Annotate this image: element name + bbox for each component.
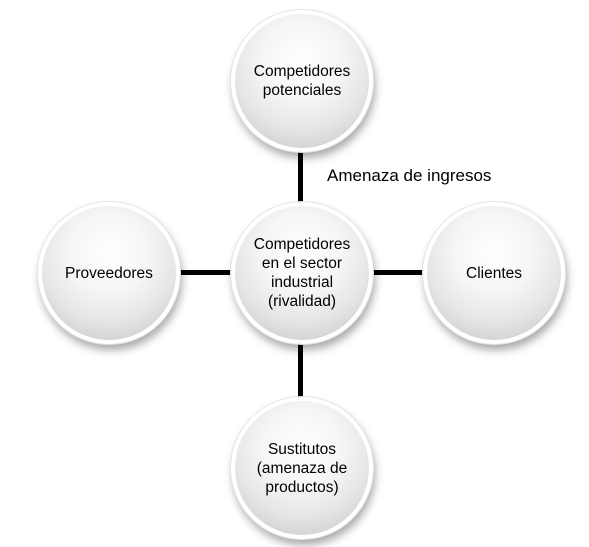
- node-competidores-sector: Competidores en el sector industrial (ri…: [231, 202, 373, 344]
- node-proveedores: Proveedores: [38, 202, 180, 344]
- node-clientes: Clientes: [423, 202, 565, 344]
- connector-bottom: [298, 339, 303, 401]
- node-competidores-potenciales: Competidores potenciales: [231, 10, 373, 152]
- node-label: Clientes: [466, 264, 522, 282]
- node-label: Competidores potenciales: [253, 63, 351, 99]
- connector-top: [298, 150, 303, 208]
- node-label: Proveedores: [65, 264, 153, 282]
- connector-right: [368, 270, 424, 275]
- node-label: Competidores en el sector industrial (ri…: [253, 236, 351, 310]
- node-sustitutos: Sustitutos (amenaza de productos): [231, 397, 373, 539]
- connector-left: [180, 270, 236, 275]
- node-label: Sustitutos (amenaza de productos): [256, 440, 348, 496]
- annotation-amenaza-ingresos: Amenaza de ingresos: [327, 166, 492, 185]
